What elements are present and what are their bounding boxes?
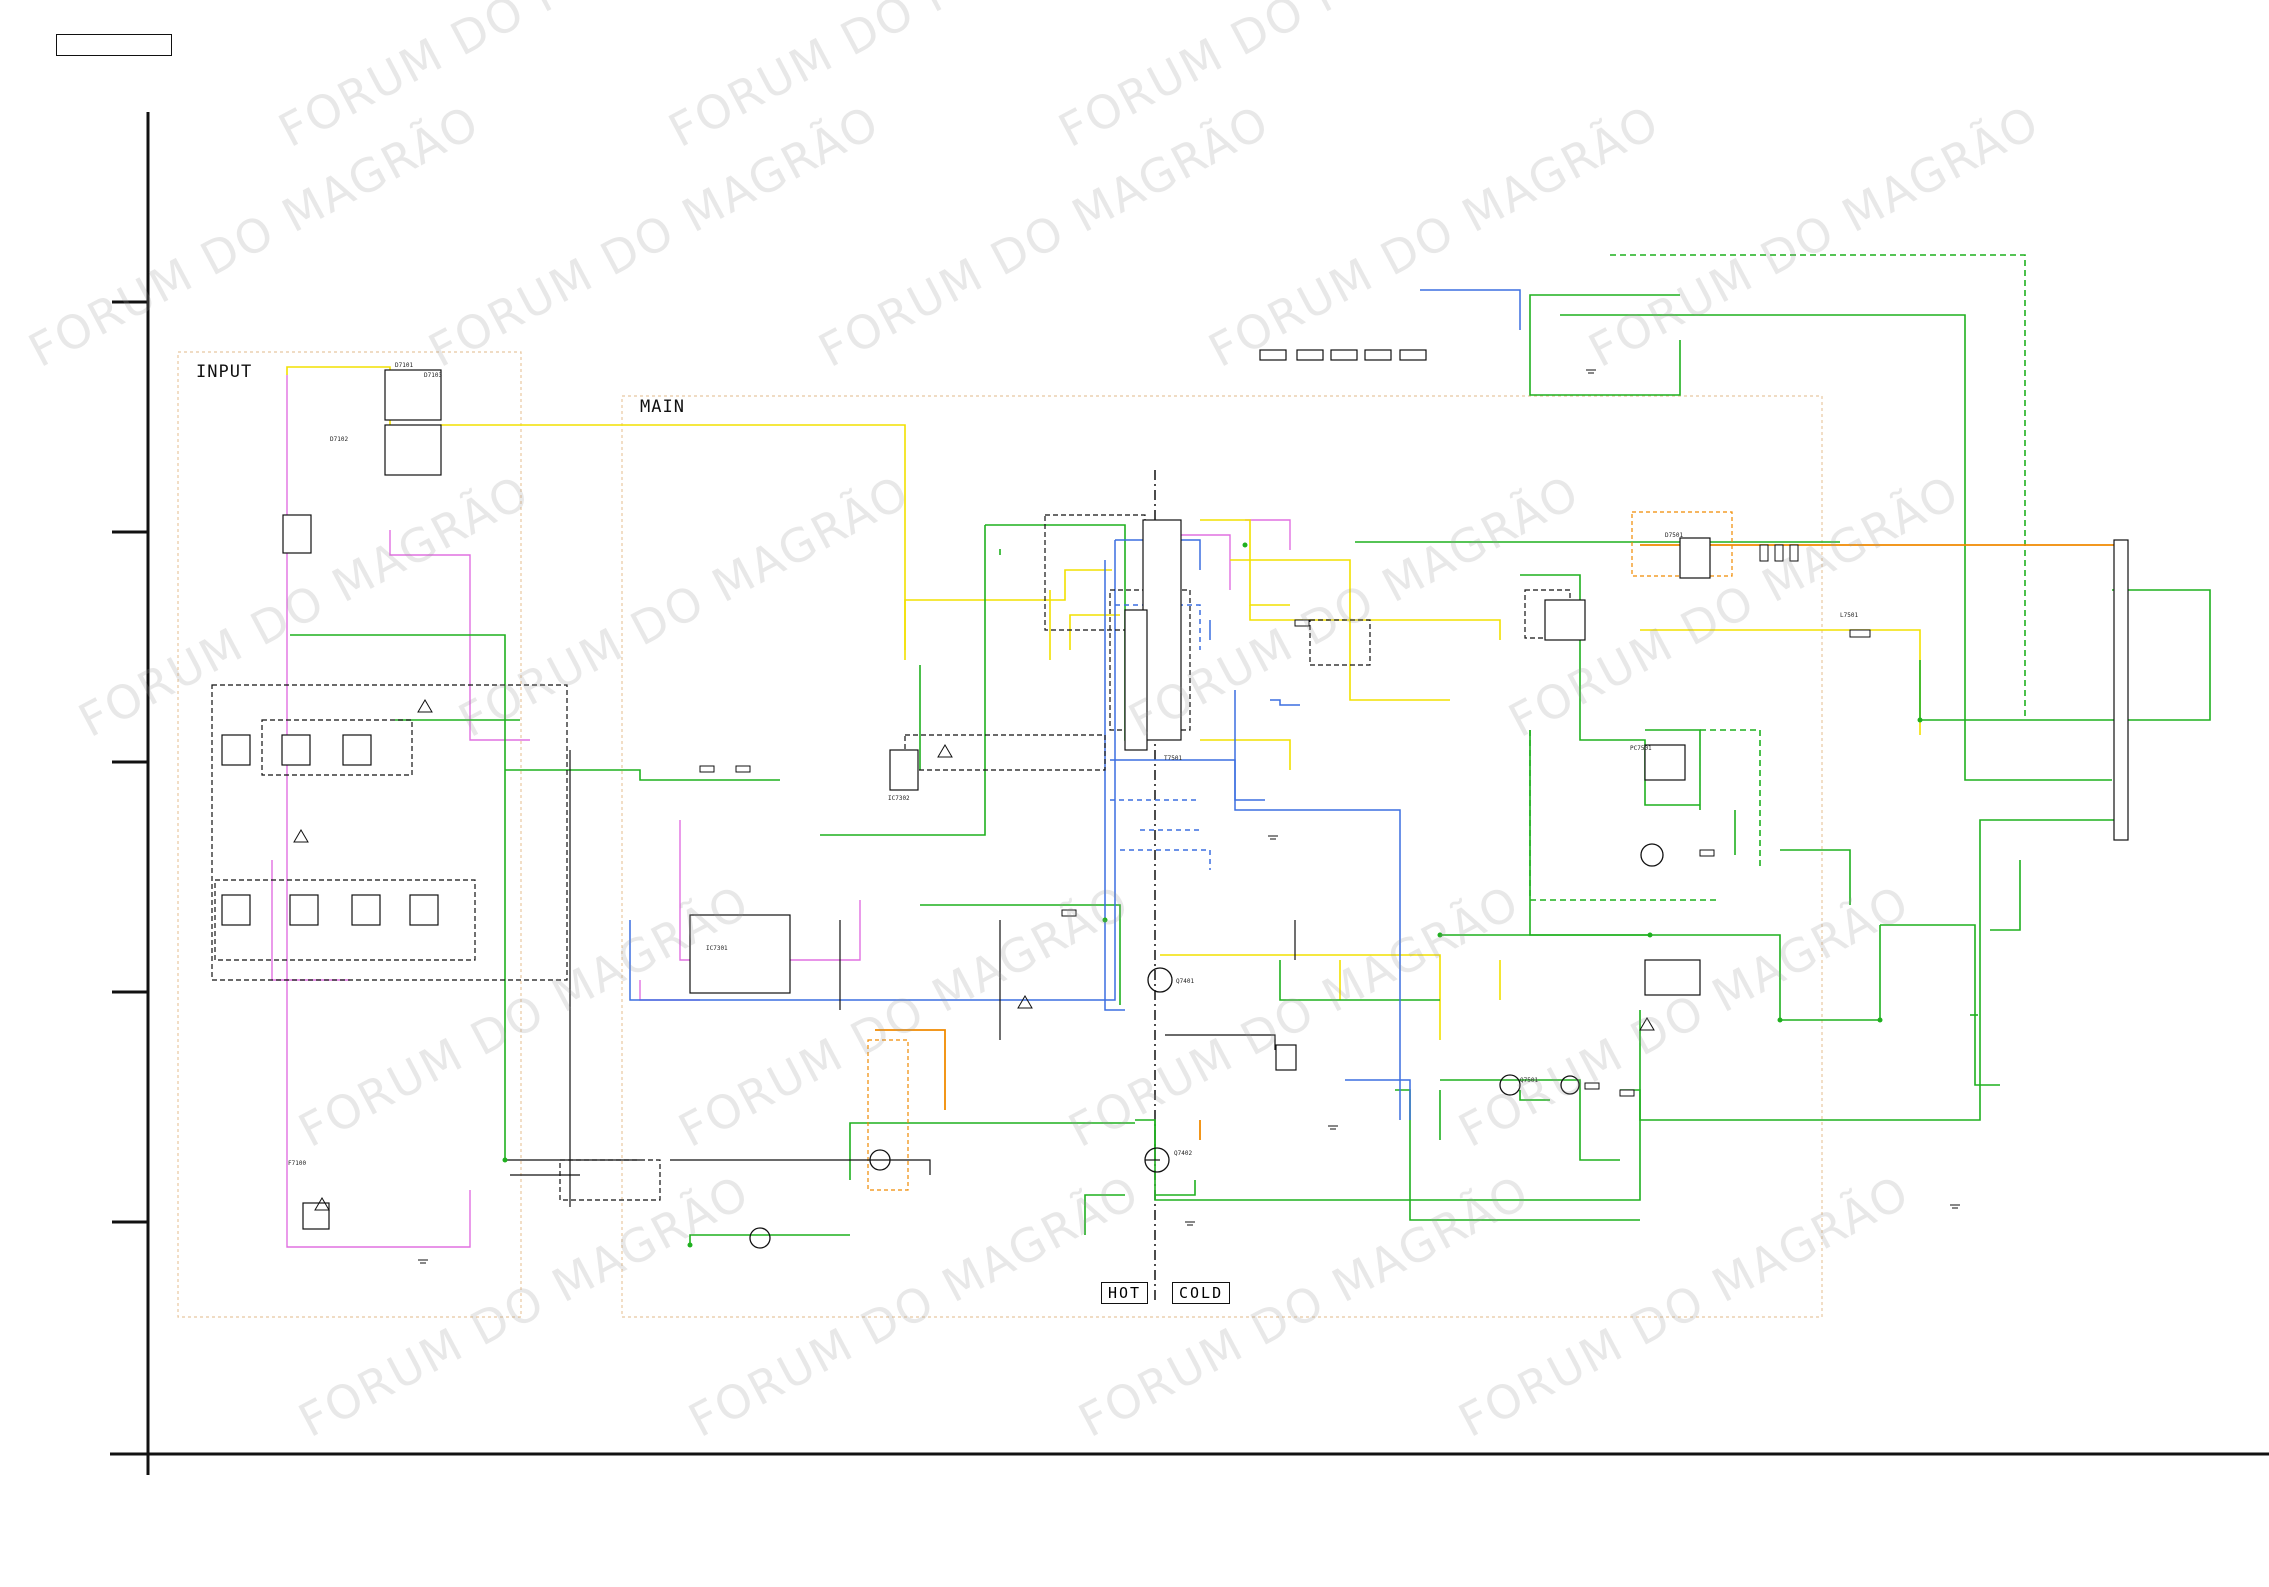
ref-q7501: Q7501	[1520, 1077, 1539, 1084]
black-dashed-blocks	[211, 514, 1571, 1201]
green-wires	[290, 294, 2211, 1245]
ref-t7501: T7501	[1164, 755, 1183, 762]
ref-d7501: D7501	[1665, 532, 1684, 539]
title-block	[56, 34, 172, 56]
ref-ic7301: IC7301	[706, 945, 728, 952]
ref-q7402: Q7402	[1174, 1150, 1193, 1157]
components	[221, 349, 2129, 1230]
ref-l7501: L7501	[1840, 612, 1859, 619]
passive-parts	[699, 544, 1871, 1097]
orange-dashed-boxes	[867, 511, 1733, 1191]
ref-ic7302: IC7302	[888, 795, 910, 802]
green-dashed-wires	[999, 254, 2026, 901]
transistors	[749, 843, 1664, 1249]
label-cold: COLD	[1172, 1282, 1231, 1304]
warning-triangles	[293, 699, 1655, 1211]
ref-pc7501: PC7501	[1630, 745, 1652, 752]
orange-wires	[875, 544, 2115, 1140]
section-boundaries	[177, 351, 1823, 1318]
ground-symbols	[418, 369, 1960, 1264]
blue-wires	[629, 289, 1521, 1120]
ref-f7100: F7100	[288, 1160, 307, 1167]
ref-d7101: D7101	[395, 362, 414, 369]
ref-q7401: Q7401	[1176, 978, 1195, 985]
ref-d7103: D7103	[424, 372, 443, 379]
frame-ruler	[110, 112, 2269, 1475]
section-label-main: MAIN	[640, 397, 685, 417]
section-label-input: INPUT	[196, 362, 253, 382]
pink-wires	[271, 375, 1291, 1248]
label-hot: HOT	[1101, 1282, 1149, 1304]
ref-d7102: D7102	[330, 436, 349, 443]
junction-dots	[502, 542, 1923, 1248]
yellow-wires	[286, 366, 1921, 1040]
